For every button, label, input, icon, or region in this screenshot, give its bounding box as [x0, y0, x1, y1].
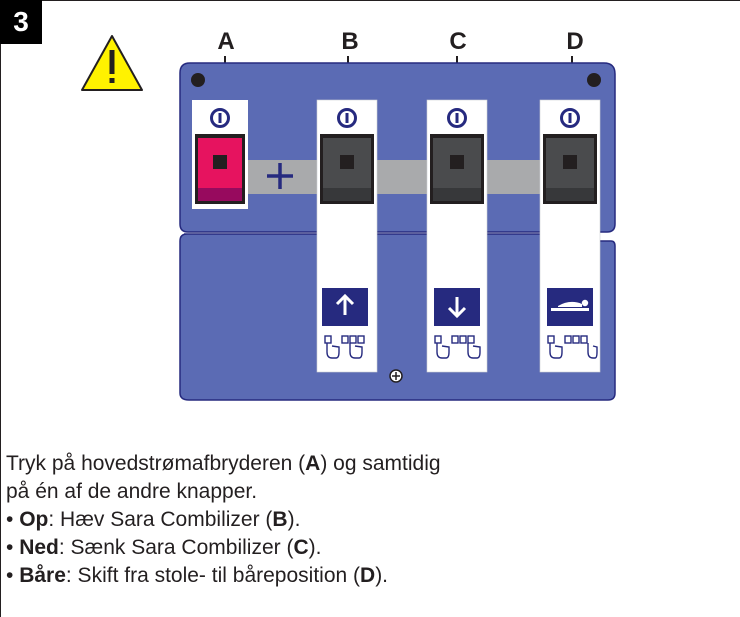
stretcher-icon: [551, 299, 589, 311]
intro-bold-a: A: [305, 452, 321, 475]
hand-icon-c: [434, 335, 481, 359]
instructions-text: Tryk på hovedstrømafbryderen (A) og samt…: [6, 450, 441, 590]
control-panel-diagram: [179, 56, 616, 401]
bullet-marker: •: [6, 536, 20, 559]
main-switch-a: [192, 100, 248, 209]
bullet-term: Op: [19, 508, 49, 531]
arrow-down-icon: [447, 297, 467, 319]
label-a: A: [217, 28, 235, 55]
plus-icon: [267, 163, 293, 189]
bullet-term: Båre: [19, 564, 66, 587]
bullet-item-ned: • Ned: Sænk Sara Combilizer (C).: [6, 534, 441, 562]
bullet-ref: D: [360, 564, 376, 587]
bullet-item-op: • Op: Hæv Sara Combilizer (B).: [6, 506, 441, 534]
intro-part2: ) og samtidig: [320, 452, 441, 475]
switch-strip-c: [426, 99, 488, 373]
lower-panel: [179, 233, 616, 401]
frame-left-border: [0, 0, 1, 617]
hand-icon-d: [547, 335, 598, 359]
warning-triangle-icon: [81, 35, 143, 91]
screw-hole-left: [191, 73, 205, 87]
screw-hole-right: [587, 73, 601, 87]
intro-line-1: Tryk på hovedstrømafbryderen (A) og samt…: [6, 450, 441, 478]
switch-strip-d: [539, 99, 601, 373]
bullet-text: : Hæv Sara Combilizer (: [48, 508, 273, 531]
bullet-text: : Sænk Sara Combilizer (: [58, 536, 294, 559]
arrow-up-icon: [335, 293, 355, 315]
bullet-end: ).: [287, 508, 301, 531]
bullet-term: Ned: [19, 536, 59, 559]
bullet-ref: B: [272, 508, 288, 531]
bullet-text: : Skift fra stole- til båreposition (: [65, 564, 361, 587]
bullet-end: ).: [375, 564, 389, 587]
hand-icon-b: [324, 335, 365, 359]
switch-strip-b: [316, 99, 378, 373]
intro-line-2: på én af de andre knapper.: [6, 480, 258, 503]
bullet-marker: •: [6, 508, 20, 531]
label-c: C: [449, 28, 467, 55]
bullet-item-baare: • Båre: Skift fra stole- til bårepositio…: [6, 562, 441, 590]
hand-pictograms: [324, 335, 598, 359]
frame-top-border: [0, 0, 740, 1]
bullet-ref: C: [293, 536, 309, 559]
connection-bar: [246, 160, 591, 194]
label-d: D: [566, 28, 584, 55]
bullet-marker: •: [6, 564, 20, 587]
bullet-end: ).: [308, 536, 322, 559]
intro-part1: Tryk på hovedstrømafbryderen (: [6, 452, 306, 475]
label-b: B: [341, 28, 359, 55]
screw-icon: [389, 369, 403, 383]
step-number-badge: 3: [0, 0, 42, 44]
